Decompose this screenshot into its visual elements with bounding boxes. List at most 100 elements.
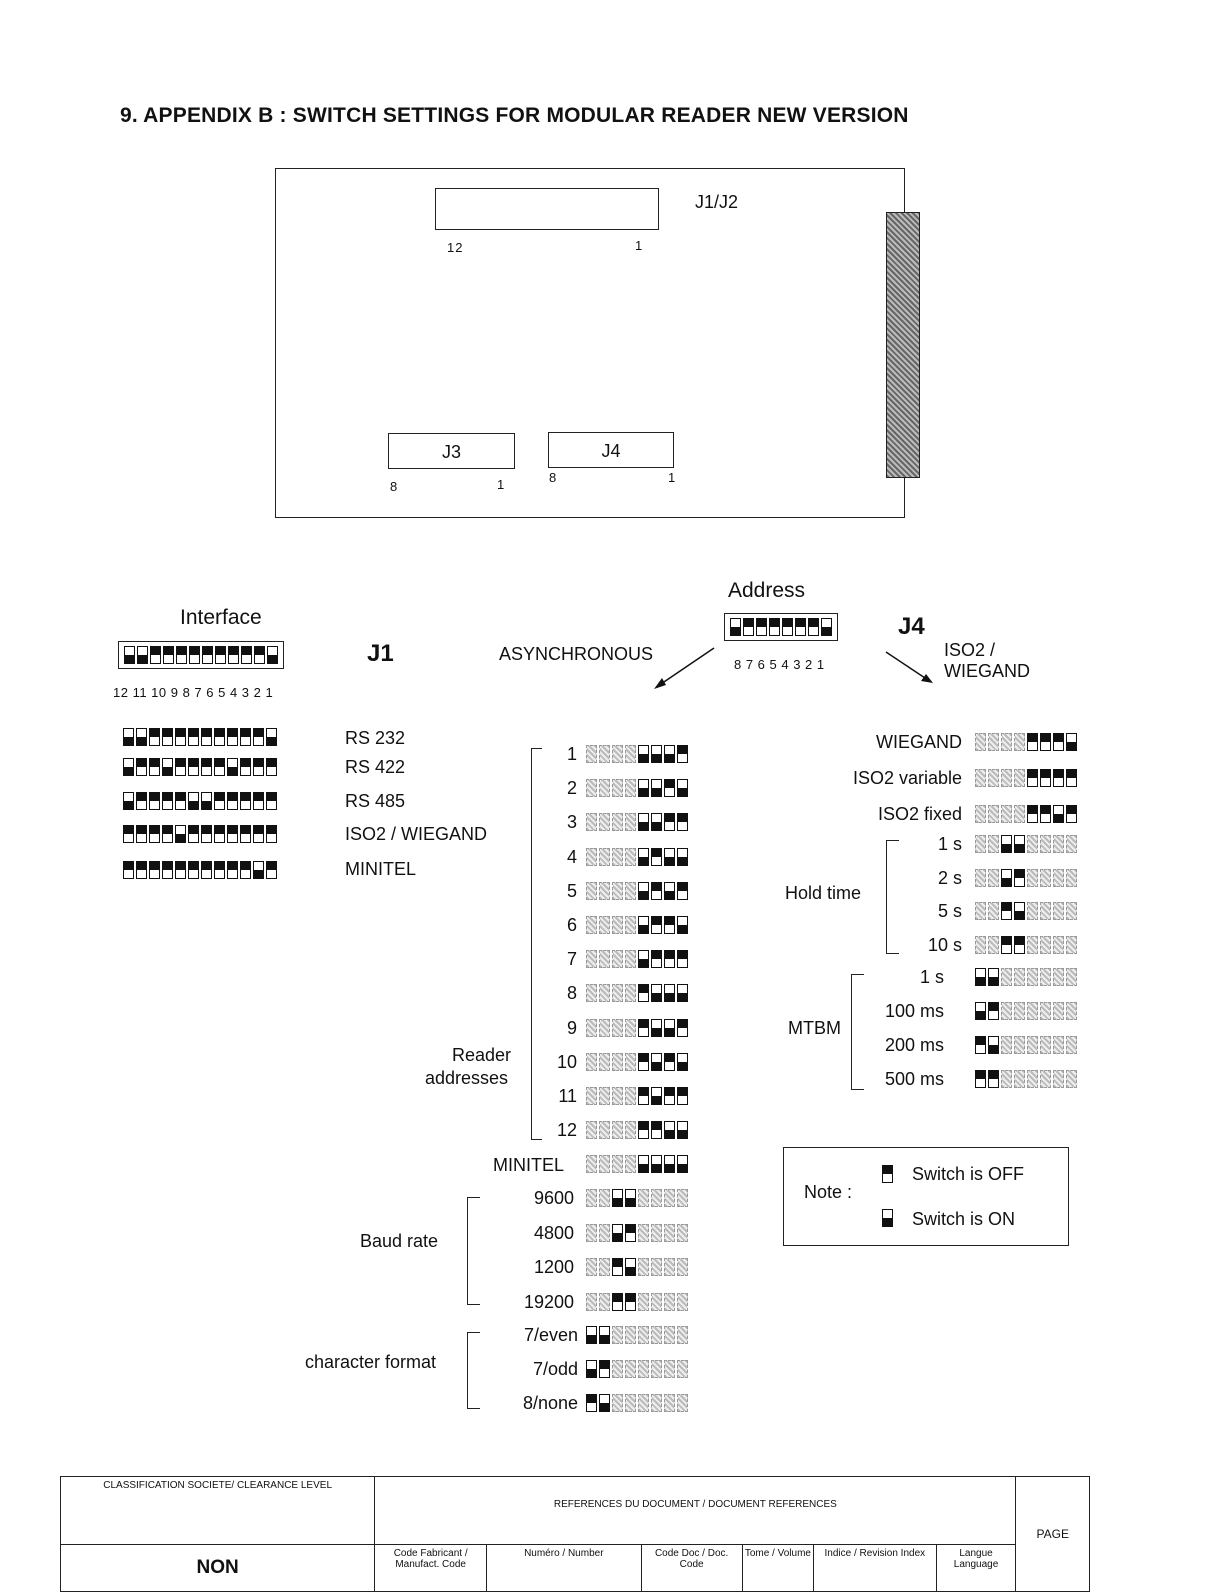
dip-switch-cell xyxy=(1040,835,1051,853)
dip-switch-cell xyxy=(743,618,754,636)
char-format-label: character format xyxy=(305,1352,437,1372)
dip-switch-cell xyxy=(677,882,688,900)
baud-label: 1200 xyxy=(533,1257,574,1277)
dip-switch-cell xyxy=(664,1326,675,1344)
dip-switch-cell xyxy=(638,1394,649,1412)
reader-address-switches xyxy=(586,1087,688,1105)
connector-j1-label: J1 xyxy=(367,640,394,667)
dip-switch-cell xyxy=(625,1326,636,1344)
dip-switch-cell xyxy=(188,728,199,746)
document-footer: CLASSIFICATION SOCIETE/ CLEARANCE LEVEL … xyxy=(59,1476,1090,1592)
dip-switch-cell xyxy=(638,1189,649,1207)
footer-col-number: Numéro / Number xyxy=(486,1544,642,1592)
dip-switch-cell xyxy=(1040,769,1051,787)
dip-switch-cell xyxy=(586,813,597,831)
dip-switch-cell xyxy=(162,758,173,776)
mtbm-label: 100 ms xyxy=(884,1001,944,1021)
dip-switch-cell xyxy=(227,825,238,843)
dip-switch-cell xyxy=(1040,968,1051,986)
interface-pin-numbers: 12 11 10 9 8 7 6 5 4 3 2 1 xyxy=(113,685,274,700)
j12-pin-left: 12 xyxy=(447,240,464,255)
iso-mode-label: ISO2 variable xyxy=(852,768,962,788)
dip-switch-cell xyxy=(1040,733,1051,751)
dip-switch-cell xyxy=(651,1121,662,1139)
dip-switch-cell xyxy=(677,1189,688,1207)
dip-switch-cell xyxy=(175,792,186,810)
reader-address-switches xyxy=(586,882,688,900)
mtbm-label: MTBM xyxy=(788,1018,841,1038)
dip-switch-cell xyxy=(638,779,649,797)
dip-switch-cell xyxy=(1066,835,1077,853)
j4-pin-right: 1 xyxy=(668,470,677,485)
dip-switch-cell xyxy=(677,1394,688,1412)
dip-switch-cell xyxy=(975,1036,986,1054)
hold-time-label: Hold time xyxy=(785,883,862,903)
dip-switch-cell xyxy=(651,950,662,968)
dip-switch-cell xyxy=(599,916,610,934)
dip-switch-cell xyxy=(612,1394,623,1412)
dip-switch-cell xyxy=(651,1258,662,1276)
dip-switch-cell xyxy=(677,1087,688,1105)
dip-switch-cell xyxy=(612,1258,623,1276)
dip-switch-cell xyxy=(638,1224,649,1242)
asynchronous-label: ASYNCHRONOUS xyxy=(499,644,654,664)
reader-address-label: 6 xyxy=(566,915,577,935)
dip-switch-cell xyxy=(1001,769,1012,787)
char-bracket xyxy=(467,1332,480,1409)
dip-switch-cell xyxy=(1066,1002,1077,1020)
dip-switch-cell xyxy=(1040,1002,1051,1020)
char-format-switches xyxy=(586,1360,688,1378)
dip-switch-cell xyxy=(1014,805,1025,823)
footer-col-lang: Langue Language xyxy=(935,1544,1017,1592)
dip-switch-cell xyxy=(201,825,212,843)
dip-switch-cell xyxy=(227,861,238,879)
interface-iso2-label: ISO2 / WIEGAND xyxy=(345,824,488,844)
legend-off-switch-icon xyxy=(882,1165,893,1183)
dip-switch-cell xyxy=(975,733,986,751)
dip-switch-cell xyxy=(638,1121,649,1139)
dip-switch-cell xyxy=(1053,805,1064,823)
dip-switch-cell xyxy=(586,1121,597,1139)
dip-switch-cell xyxy=(149,758,160,776)
dip-switch-cell xyxy=(240,825,251,843)
reader-address-switches xyxy=(586,984,688,1002)
dip-switch-cell xyxy=(664,1019,675,1037)
dip-switch-cell xyxy=(1053,936,1064,954)
dip-switch-cell xyxy=(1040,902,1051,920)
reader-address-switches xyxy=(586,848,688,866)
dip-switch-cell xyxy=(214,728,225,746)
dip-switch-cell xyxy=(586,848,597,866)
dip-switch-cell xyxy=(664,813,675,831)
dip-switch-cell xyxy=(638,882,649,900)
dip-switch-cell xyxy=(664,1258,675,1276)
dip-switch-cell xyxy=(1001,936,1012,954)
dip-switch-cell xyxy=(677,984,688,1002)
iso2-wiegand-label-line1: ISO2 / xyxy=(944,640,996,660)
dip-switch-cell xyxy=(664,1121,675,1139)
edge-connector xyxy=(886,212,920,478)
dip-switch-cell xyxy=(651,745,662,763)
dip-switch-cell xyxy=(988,902,999,920)
dip-switch-cell xyxy=(625,1053,636,1071)
dip-switch-cell xyxy=(612,1189,623,1207)
dip-switch-cell xyxy=(612,916,623,934)
dip-switch-cell xyxy=(149,861,160,879)
hold-time-switches xyxy=(975,835,1077,853)
baud-rate-label: Baud rate xyxy=(360,1231,439,1251)
dip-switch-cell xyxy=(1027,1002,1038,1020)
dip-switch-cell xyxy=(214,861,225,879)
dip-switch-cell xyxy=(651,984,662,1002)
j3-pin-left: 8 xyxy=(390,479,399,494)
dip-switch-cell xyxy=(150,646,161,664)
baud-switches xyxy=(586,1258,688,1276)
dip-switch-cell xyxy=(176,646,187,664)
dip-switch-cell xyxy=(599,848,610,866)
interface-title: Interface xyxy=(180,606,262,629)
legend-off-text: Switch is OFF xyxy=(912,1164,1025,1184)
dip-switch-cell xyxy=(677,1326,688,1344)
dip-switch-cell xyxy=(586,779,597,797)
dip-switch-cell xyxy=(136,758,147,776)
dip-switch-cell xyxy=(1053,835,1064,853)
dip-switch-cell xyxy=(1066,1036,1077,1054)
dip-switch-cell xyxy=(599,1121,610,1139)
